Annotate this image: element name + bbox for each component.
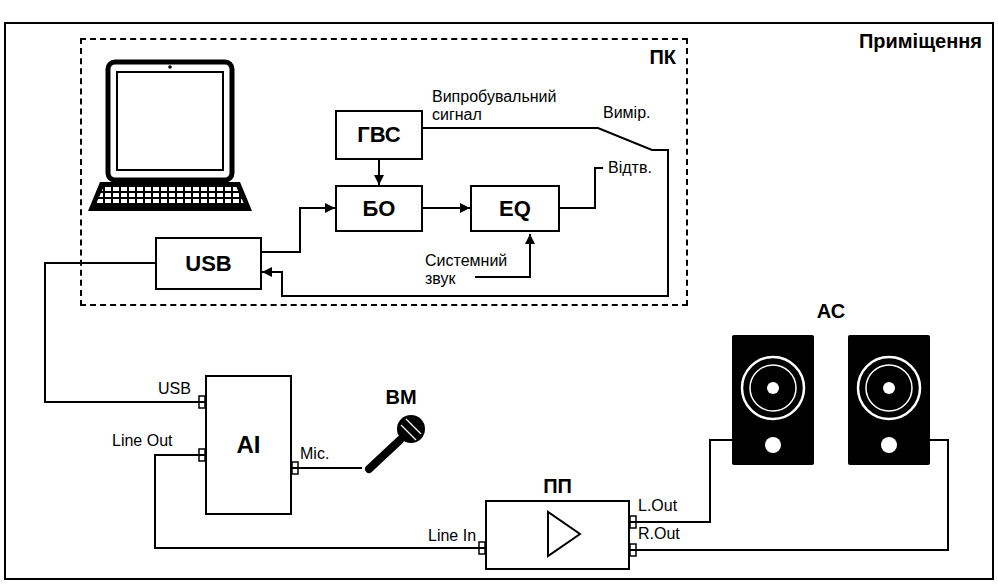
speaker-cabinet — [732, 335, 814, 465]
label-slot: Mic. — [300, 445, 329, 463]
signal-label: Line Out — [112, 432, 172, 450]
process-box: USB — [155, 237, 262, 290]
label-slot: USB — [158, 380, 191, 398]
interface-box: AI — [205, 375, 292, 515]
signal-label: USB — [158, 380, 191, 398]
process-box: БО — [335, 185, 423, 232]
label-slot: L.Out — [638, 497, 677, 515]
signal-connector — [423, 207, 470, 209]
laptop-keys — [96, 186, 244, 204]
speaker-woofer — [866, 365, 912, 411]
pc-region: ПК ГВС БО EQ USB — [80, 38, 688, 306]
node-label: ВМ — [385, 386, 416, 409]
laptop-camera — [168, 65, 172, 69]
signal-label: Вимір. — [603, 104, 651, 122]
node-label: ПП — [543, 475, 572, 498]
speaker-cabinet — [848, 335, 930, 465]
speaker-cap — [883, 382, 895, 394]
speaker-woofer — [858, 357, 920, 419]
node-label: USB — [185, 251, 231, 276]
speaker-woofer — [750, 365, 796, 411]
signal-connector — [292, 467, 362, 469]
speaker-icon — [848, 335, 930, 465]
signal-label: Випробувальний сигнал — [432, 88, 567, 124]
node-label: AI — [237, 431, 261, 459]
label-slot: R.Out — [638, 525, 680, 543]
speaker-icon — [732, 335, 814, 465]
node-label: БО — [363, 196, 396, 221]
signal-connector — [262, 208, 335, 252]
label-slot: Системний звук — [425, 252, 517, 288]
label-slot: Line Out — [112, 432, 172, 450]
node-label: EQ — [499, 196, 531, 221]
label-slot: Line In — [428, 527, 476, 545]
node-label: Приміщення — [859, 30, 982, 53]
signal-connector — [45, 263, 205, 402]
speaker-tweeter — [881, 437, 897, 453]
ports — [199, 396, 636, 556]
mic-head — [397, 415, 425, 443]
process-box: EQ — [470, 185, 560, 232]
signal-label: Відтв. — [608, 159, 652, 177]
signal-connector — [262, 128, 668, 296]
microphone: ВМ — [362, 386, 440, 476]
room-region: ПриміщенняПК ГВС БО EQ USB AI ВМ ПП АС — [4, 22, 994, 580]
signal-label: L.Out — [638, 497, 677, 515]
signal-label: R.Out — [638, 525, 680, 543]
amplifier-box: ПП — [485, 500, 630, 570]
node-label: ПК — [649, 46, 676, 69]
laptop-display — [117, 72, 223, 170]
mic-handle — [369, 440, 400, 469]
laptop-screen — [108, 62, 232, 180]
node-label: АС — [817, 300, 845, 323]
node-label: ГВС — [357, 122, 400, 147]
process-box: ГВС — [335, 110, 423, 160]
signal-label: Mic. — [300, 445, 329, 463]
speaker-tweeter — [765, 437, 781, 453]
signal-label: Системний звук — [425, 252, 517, 288]
microphone-icon — [369, 415, 425, 469]
signal-connector — [630, 440, 948, 550]
signal-connector — [630, 440, 732, 522]
signal-label: Line In — [428, 527, 476, 545]
mic-grille — [406, 419, 421, 434]
label-slot: Відтв. — [608, 159, 652, 177]
switch-contact — [560, 168, 603, 208]
laptop-icon — [88, 62, 252, 211]
speaker-cap — [767, 382, 779, 394]
laptop-base — [88, 182, 252, 211]
speaker-woofer — [742, 357, 804, 419]
label-slot: Вимір. — [603, 104, 651, 122]
signal-connector — [378, 160, 380, 185]
speakers: АС — [732, 300, 930, 465]
amplifier-symbol — [548, 512, 580, 556]
label-slot: Випробувальний сигнал — [432, 88, 567, 124]
